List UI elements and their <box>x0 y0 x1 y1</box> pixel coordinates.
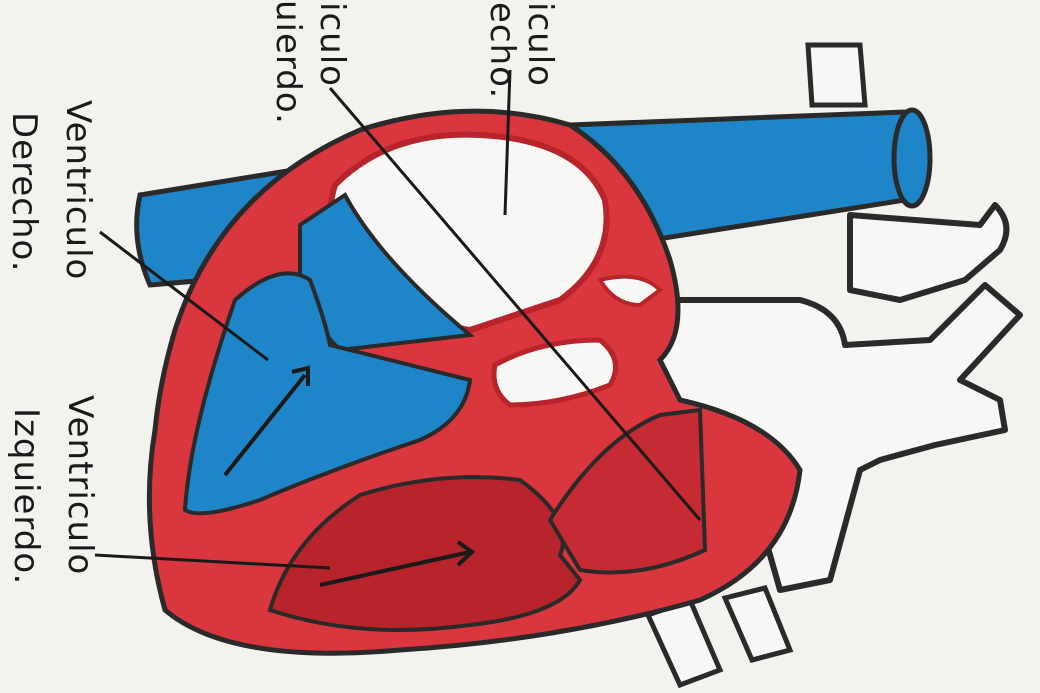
label-ventriculo-derecho-line2: Derecho. <box>4 112 44 273</box>
label-atrio-derecho-partial-line2: echo. <box>482 2 522 99</box>
label-atrio-derecho-partial-line1: iculo <box>520 2 560 87</box>
top-vessel-stub <box>808 45 865 105</box>
vena-cava-opening <box>894 110 930 206</box>
label-ventriculo-izquierdo-line2: Izquierdo. <box>6 408 46 585</box>
label-ventriculo-izquierdo-line1: Ventriculo <box>60 395 100 575</box>
label-ventriculo-derecho-line1: Ventriculo <box>58 100 98 280</box>
label-atrio-izquierdo-partial-line2: uierdo. <box>268 0 308 125</box>
label-atrio-izquierdo-partial-line1: iculo <box>312 2 352 87</box>
